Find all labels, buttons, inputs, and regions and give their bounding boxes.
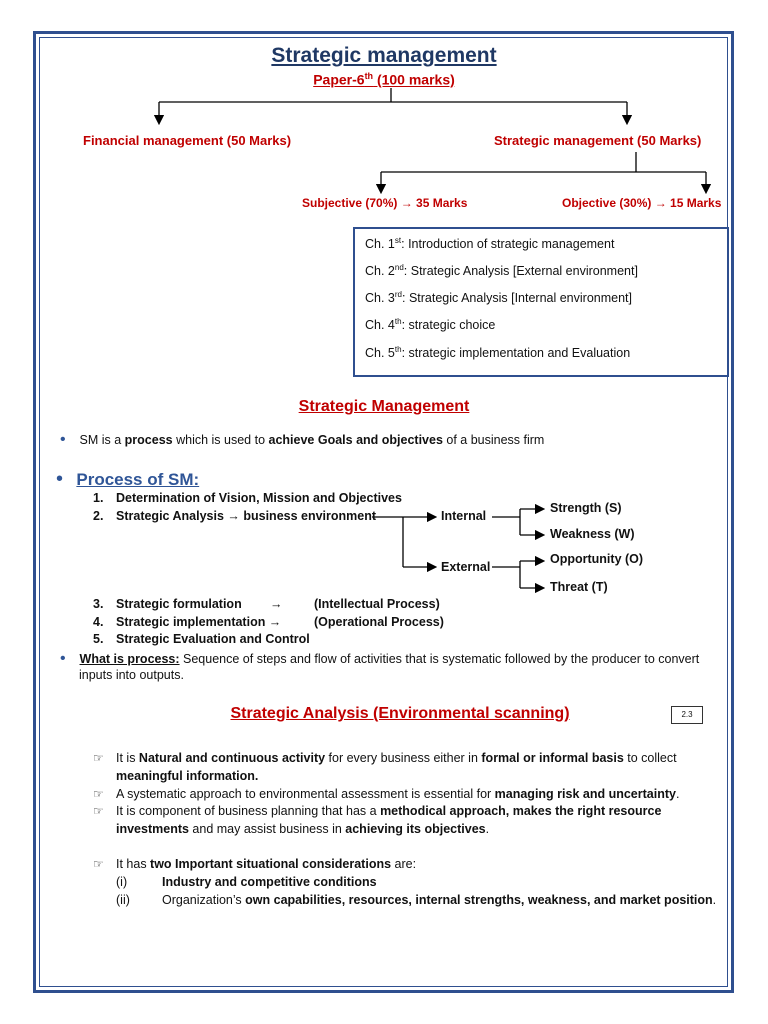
hand-icon: ☞ (93, 787, 104, 801)
arrow-icon: → (270, 597, 283, 611)
chapter-item: Ch. 1st: Introduction of strategic manag… (365, 236, 615, 252)
process-step-text: Strategic formulation (116, 597, 242, 611)
analysis-point: It is Natural and continuous activity fo… (116, 751, 677, 765)
analysis-point: A systematic approach to environmental a… (116, 787, 680, 801)
sm-definition: • SM is a process which is used to achie… (60, 431, 545, 448)
consideration-text: Industry and competitive conditions (162, 875, 377, 889)
external-label: External (441, 560, 491, 574)
process-step: 2. (93, 509, 104, 523)
bullet-icon: • (60, 650, 66, 667)
sm-heading: Strategic Management (298, 398, 470, 415)
analysis-point-cont: investments and may assist business in a… (116, 822, 490, 836)
process-step: 3. (93, 597, 104, 611)
consideration-num: (ii) (116, 893, 130, 907)
process-step-text: Strategic Evaluation and Control (116, 632, 310, 646)
consideration-text: Organization’s own capabilities, resourc… (162, 893, 717, 907)
process-step-note: (Operational Process) (314, 615, 444, 629)
process-step-text: Determination of Vision, Mission and Obj… (116, 491, 402, 505)
paper-label: Paper-6th (100 marks) (313, 71, 455, 88)
process-step-text: Strategic implementation → (116, 615, 282, 629)
process-step: 4. (93, 615, 104, 629)
hand-icon: ☞ (93, 804, 104, 818)
chapter-item: Ch. 5th: strategic implementation and Ev… (365, 345, 631, 361)
bullet-icon: • (60, 431, 66, 448)
chapters-box: Ch. 1st: Introduction of strategic manag… (353, 227, 729, 377)
analysis-heading: Strategic Analysis (Environmental scanni… (230, 705, 570, 722)
strength-label: Strength (S) (550, 501, 622, 515)
subjective-label: Subjective (70%) → 35 Marks (302, 196, 468, 210)
consideration-num: (i) (116, 875, 128, 889)
strategic-management-label: Strategic management (50 Marks) (494, 133, 702, 148)
analysis-point: It has two Important situational conside… (116, 857, 417, 871)
process-heading: • Process of SM: (56, 468, 200, 490)
what-is-process-cont: inputs into outputs. (79, 668, 184, 682)
internal-label: Internal (441, 509, 487, 523)
analysis-point: It is component of business planning tha… (116, 804, 662, 818)
financial-management-label: Financial management (50 Marks) (83, 133, 292, 148)
chapter-item: Ch. 3rd: Strategic Analysis [Internal en… (365, 290, 632, 306)
page-border (33, 31, 734, 993)
what-is-process: • What is process: Sequence of steps and… (60, 650, 700, 667)
process-step-note: (Intellectual Process) (314, 597, 440, 611)
threat-label: Threat (T) (550, 580, 608, 594)
process-step: 1. (93, 491, 104, 505)
hand-icon: ☞ (93, 857, 104, 871)
process-step: 5. (93, 632, 104, 646)
page-title: Strategic management (271, 44, 497, 67)
analysis-point-cont: meaningful information. (116, 769, 259, 783)
hand-icon: ☞ (93, 751, 104, 765)
bullet-icon: • (56, 468, 64, 490)
opportunity-label: Opportunity (O) (550, 552, 644, 566)
weakness-label: Weakness (W) (550, 527, 635, 541)
objective-label: Objective (30%) → 15 Marks (562, 196, 722, 210)
page-ref-badge: 2.3 (671, 706, 703, 724)
chapter-item: Ch. 4th: strategic choice (365, 317, 496, 333)
chapter-item: Ch. 2nd: Strategic Analysis [External en… (365, 263, 638, 279)
process-step-text: Strategic Analysis → business environmen… (116, 509, 377, 523)
